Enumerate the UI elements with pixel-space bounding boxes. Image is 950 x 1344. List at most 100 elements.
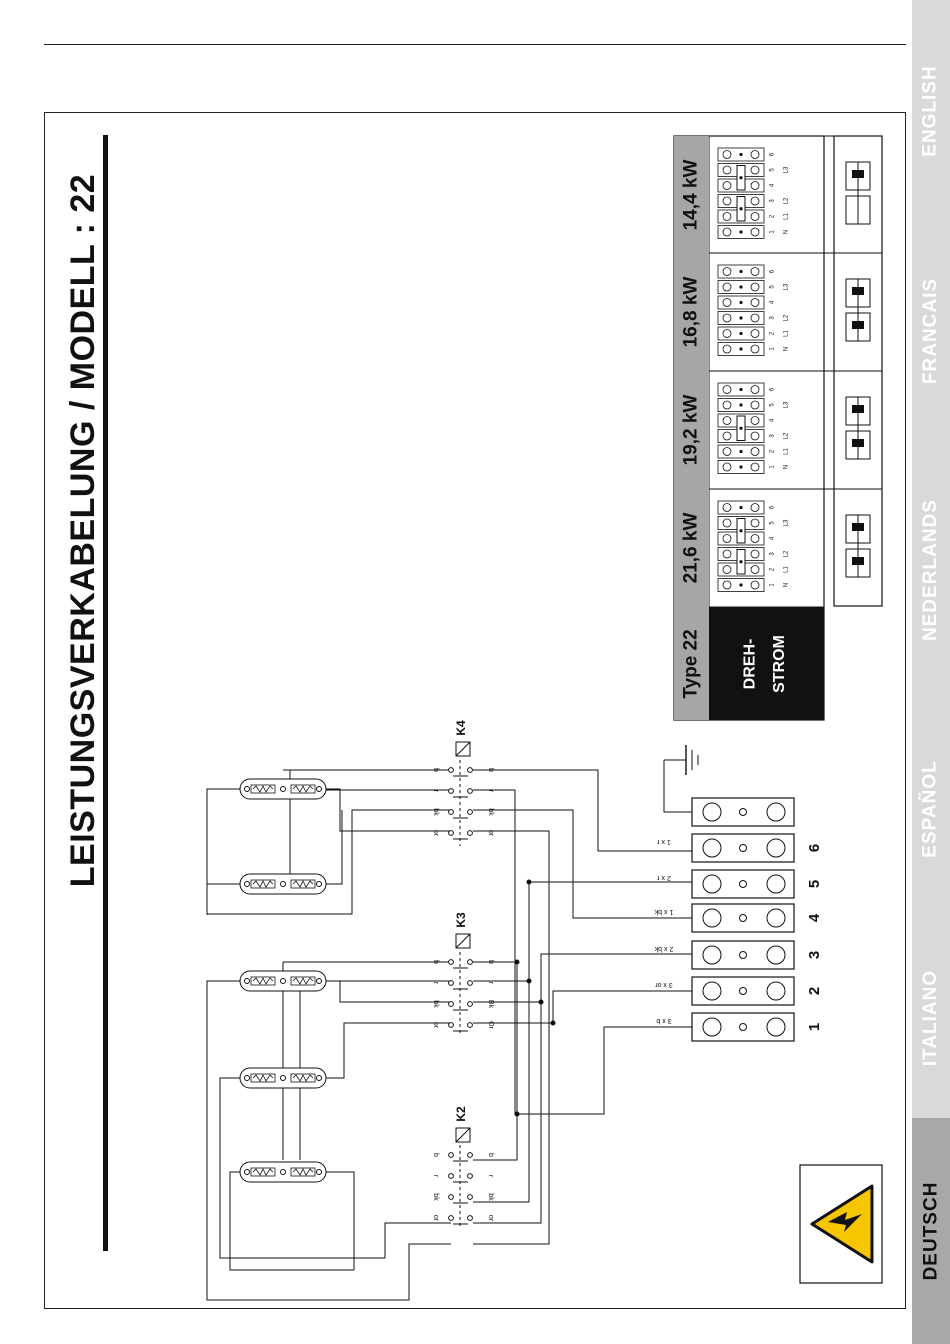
resistor-zigzag [292, 1074, 314, 1082]
config-phase-label: L1 [784, 566, 790, 573]
wire [206, 980, 451, 1301]
contact-label: or [487, 830, 494, 837]
config-dot [739, 449, 743, 454]
bridge-tab [852, 170, 864, 178]
heater-node [244, 1169, 250, 1175]
config-screw [722, 282, 732, 292]
wire-count-label: 3 x or [655, 981, 673, 988]
resistor [290, 1167, 316, 1177]
contact-right [467, 830, 473, 836]
config-screw [722, 227, 732, 237]
config-terminal-number: 2 [770, 449, 776, 453]
config-screw [722, 503, 732, 512]
contact-left [448, 959, 454, 965]
config-terminal-number: 6 [770, 152, 776, 156]
config-screw [750, 282, 760, 292]
config-screw [750, 416, 760, 425]
config-terminal-number: 2 [770, 214, 776, 218]
terminal-screw [766, 874, 786, 894]
config-screw [750, 298, 760, 307]
config-screw [722, 565, 732, 574]
config-screw [722, 462, 732, 472]
top-rule [44, 44, 906, 45]
contact-label: or [432, 830, 439, 837]
contact-label: r [432, 790, 439, 793]
config-terminal-number: 3 [770, 316, 776, 320]
terminal-screw [702, 945, 722, 965]
wire [473, 769, 692, 852]
contact-right [467, 1022, 473, 1028]
bridge-tab [852, 439, 864, 447]
contact-left [448, 1152, 454, 1158]
terminal-screw [766, 838, 786, 858]
config-phase-label: L1 [784, 448, 790, 455]
config-terminal-number: 4 [770, 183, 776, 187]
resistor [250, 976, 276, 986]
wire-junction [514, 959, 520, 965]
terminal-screw [702, 1017, 722, 1037]
terminal-screw [766, 981, 786, 1001]
wire [473, 830, 550, 1245]
config-terminal-number: 1 [770, 347, 776, 351]
contact-label: b [487, 960, 494, 964]
bridge-tab [852, 405, 864, 413]
language-tab-deutsch[interactable]: DEUTSCH [912, 1118, 950, 1344]
config-dot [739, 505, 743, 510]
terminal-hole [739, 844, 747, 852]
heating-element [239, 1161, 327, 1183]
heater-node [280, 1075, 286, 1081]
bridge-tab [852, 523, 864, 531]
config-screw [722, 580, 732, 590]
resistor [250, 784, 276, 794]
config-screw [722, 329, 732, 338]
terminal: 23 x or [655, 976, 823, 1006]
config-dot [739, 316, 743, 320]
config-screw [750, 534, 760, 543]
heating-element [239, 1067, 327, 1089]
contact-label: Or [487, 1021, 494, 1029]
terminal-screw [766, 945, 786, 965]
terminal-hole [739, 951, 747, 959]
wire-count-label: 1 x bk [654, 908, 673, 915]
resistor [250, 1073, 276, 1083]
config-screw [750, 580, 760, 590]
wire-junction [538, 999, 544, 1005]
contact-right [467, 1194, 473, 1200]
heating-element [239, 873, 327, 895]
relay-coil-diagonal [455, 933, 471, 949]
config-terminal-number: 5 [770, 521, 776, 525]
heater-node [280, 978, 286, 984]
config-screw [750, 565, 760, 574]
config-screw [750, 447, 760, 456]
wire [319, 810, 343, 885]
relay-coil-diagonal [455, 741, 471, 757]
heater-node [244, 978, 250, 984]
terminal: 13 x b [656, 1012, 823, 1042]
terminal-number: 6 [806, 844, 823, 852]
config-terminal-number: 3 [770, 552, 776, 556]
terminal-hole [739, 808, 747, 816]
heater-node [316, 786, 322, 792]
terminal-screw [766, 908, 786, 928]
contact-left [448, 1022, 454, 1028]
warning-sign [799, 1164, 883, 1284]
resistor-zigzag [292, 1168, 314, 1176]
wire [229, 1171, 354, 1271]
heater-node [244, 1075, 250, 1081]
config-dot [739, 331, 743, 336]
heating-element [239, 778, 327, 800]
config-phase-label: L2 [784, 432, 790, 439]
resistor-zigzag [252, 880, 274, 888]
config-screw [750, 165, 760, 175]
contact-label: or [487, 1215, 494, 1222]
config-phase-label: L2 [784, 314, 790, 321]
config-phase-label: N [784, 230, 790, 234]
config-phase-label: L2 [784, 550, 790, 557]
wire [219, 1077, 451, 1259]
wire [473, 981, 530, 1203]
config-screw [750, 329, 760, 338]
contact-label: or [432, 1215, 439, 1222]
config-screw [722, 518, 732, 528]
terminal-hole [739, 914, 747, 922]
